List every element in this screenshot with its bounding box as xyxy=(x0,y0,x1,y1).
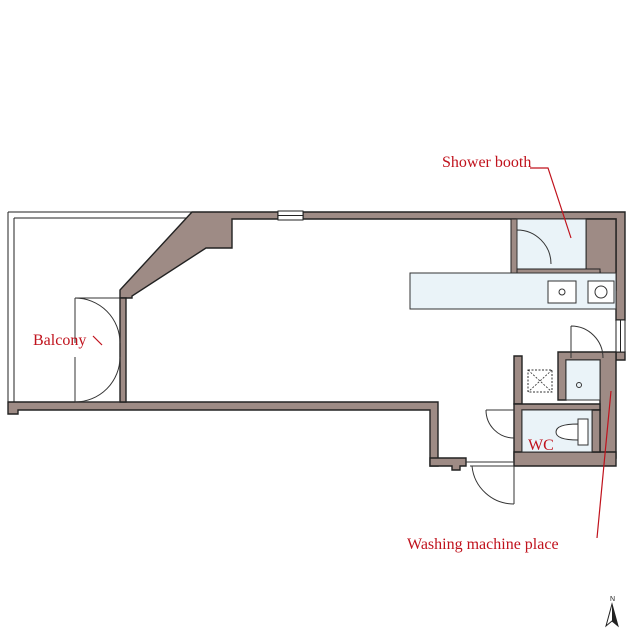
wc-room xyxy=(521,409,593,453)
exterior-walls xyxy=(7,211,626,471)
washing-machine-area xyxy=(527,359,601,401)
label-shower-booth: Shower booth xyxy=(442,154,531,171)
north-arrow: N xyxy=(605,596,619,628)
label-balcony: Balcony xyxy=(33,332,86,349)
right-window xyxy=(615,319,626,353)
balcony-railing xyxy=(7,211,192,402)
kitchen-counter xyxy=(409,272,617,310)
leader-lines xyxy=(92,167,612,539)
shower-booth xyxy=(510,218,601,276)
doors xyxy=(74,297,604,505)
label-washing-machine-place: Washing machine place xyxy=(407,536,559,553)
top-window xyxy=(277,210,304,221)
label-wc: WC xyxy=(528,437,554,454)
north-letter: N xyxy=(610,596,615,603)
